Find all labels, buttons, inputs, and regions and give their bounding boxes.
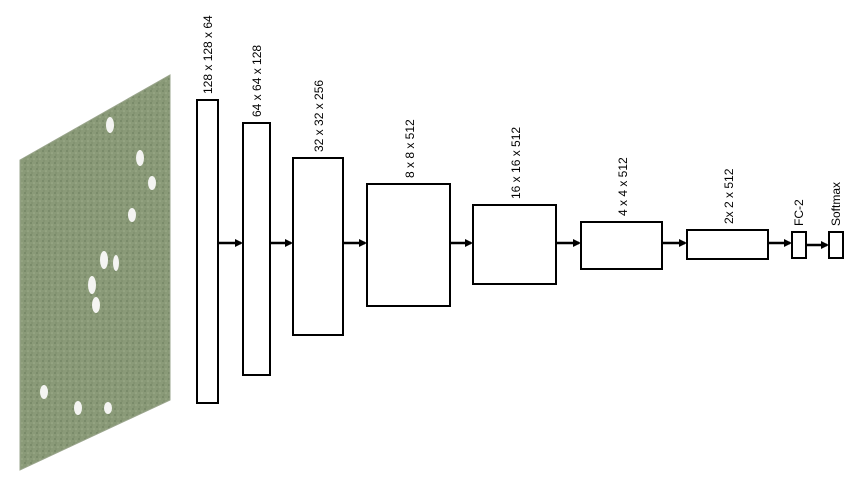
- layer-label: 32 x 32 x 256: [312, 80, 326, 152]
- layer-label: 2x 2 x 512: [722, 168, 736, 224]
- layer-block: [242, 122, 271, 376]
- layer-label: 8 x 8 x 512: [403, 119, 417, 178]
- layer-block: [292, 157, 344, 336]
- layer-label: FC-2: [792, 199, 806, 226]
- layer-label: 128 x 128 x 64: [201, 15, 215, 94]
- layer-block: [472, 204, 557, 285]
- layer-label: 64 x 64 x 128: [250, 45, 264, 117]
- layer-block: [196, 99, 219, 404]
- layer-label: 4 x 4 x 512: [616, 157, 630, 216]
- layer-block: [686, 229, 769, 260]
- layer-label: 16 x 16 x 512: [509, 127, 523, 199]
- input-image: [19, 74, 171, 471]
- layer-block: [791, 231, 807, 259]
- sheep-icon: [40, 117, 156, 415]
- layer-label: Softmax: [829, 182, 843, 226]
- layer-block: [580, 221, 663, 270]
- layer-block: [828, 231, 844, 259]
- layer-block: [366, 183, 451, 307]
